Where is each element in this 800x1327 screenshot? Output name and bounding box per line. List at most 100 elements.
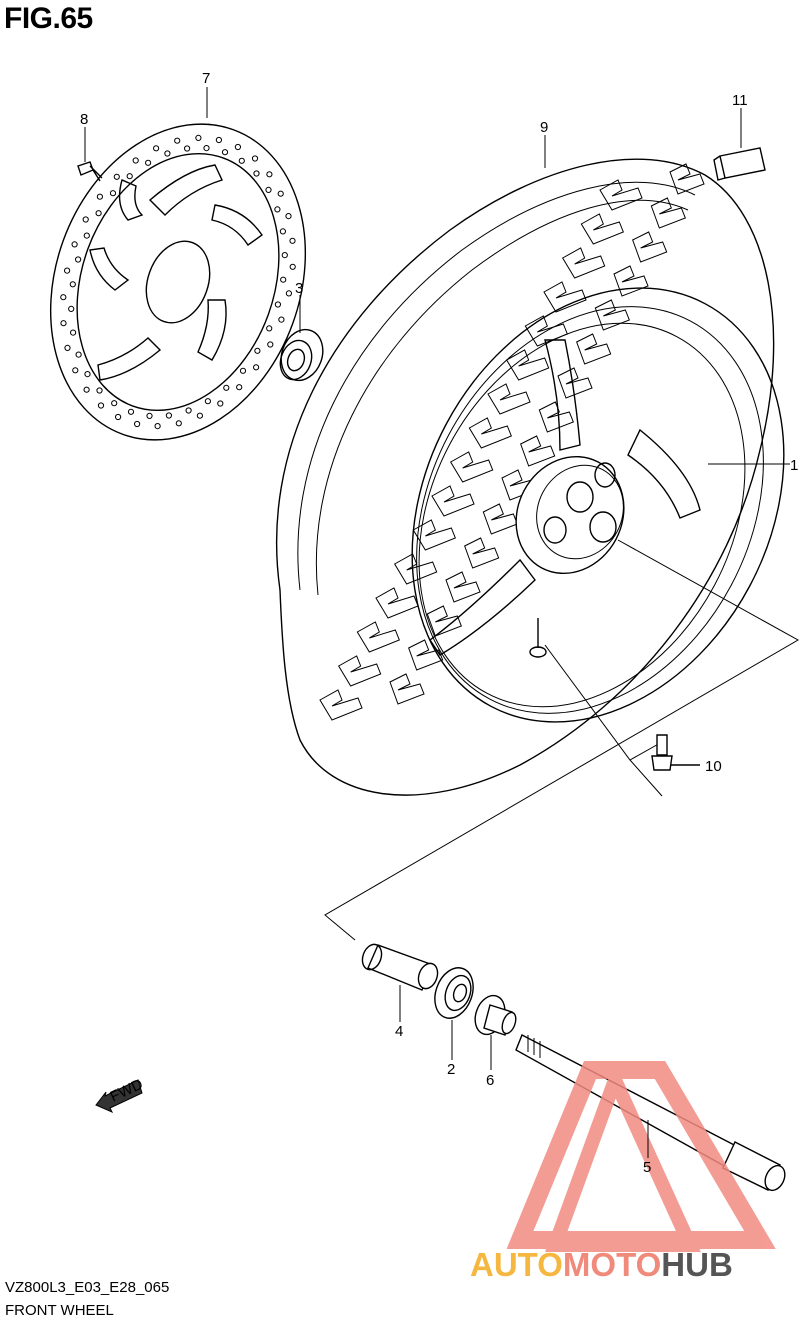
drill-hole [111, 400, 118, 407]
drill-hole [127, 408, 135, 415]
drill-hole [96, 193, 104, 200]
drill-hole [75, 256, 82, 263]
drill-hole [253, 364, 260, 371]
drill-hole [82, 216, 89, 223]
callout-5: 5 [643, 1159, 651, 1176]
drill-hole [274, 301, 281, 308]
tire-valve [651, 734, 700, 771]
watermark-logo [506, 1061, 776, 1252]
drill-hole [196, 412, 203, 419]
tread-block [557, 367, 593, 399]
drill-hole [204, 398, 211, 405]
drill-hole [253, 170, 260, 177]
disc-drill-holes [60, 134, 296, 430]
drill-hole [70, 329, 77, 336]
tread-block [487, 383, 531, 415]
callout-1: 1 [790, 457, 798, 474]
callout-6: 6 [486, 1072, 494, 1089]
drill-hole [64, 344, 71, 351]
callout-9: 9 [540, 119, 548, 136]
axle-collar [474, 994, 517, 1036]
drill-hole [289, 237, 296, 244]
tread-block [431, 485, 475, 517]
drill-hole [223, 384, 230, 391]
fwd-arrow-icon: FWD [95, 1076, 146, 1114]
tread-block [599, 179, 643, 211]
drill-hole [265, 186, 272, 193]
drill-hole [236, 384, 243, 391]
drill-hole [75, 351, 82, 358]
balance-weight [713, 147, 766, 181]
drill-hole [203, 145, 210, 152]
tread-block [375, 587, 419, 619]
drill-hole [289, 263, 296, 270]
callout-3: 3 [295, 280, 303, 297]
drill-hole [84, 371, 91, 378]
tread-block [538, 401, 574, 433]
drill-hole [281, 252, 288, 259]
tread-block [393, 553, 438, 585]
drill-hole [60, 294, 67, 301]
tread-block [445, 571, 481, 603]
tread-block [632, 231, 668, 263]
bearing-right [434, 967, 474, 1019]
tread-block [520, 435, 556, 467]
drill-hole [72, 367, 79, 374]
figure-title: FIG.65 [4, 2, 93, 35]
front-tire [276, 158, 775, 796]
callout-2: 2 [447, 1061, 455, 1078]
drill-hole [165, 412, 172, 419]
drill-hole [238, 157, 245, 164]
drill-hole [239, 367, 247, 374]
drill-hole [221, 149, 229, 156]
watermark-text: AUTOMOTOHUB [470, 1246, 733, 1283]
drill-hole [285, 213, 292, 220]
drill-hole [234, 143, 241, 151]
tread-block [412, 519, 456, 551]
drill-hole [266, 171, 273, 178]
tread-block [613, 265, 649, 297]
drill-hole [83, 232, 90, 239]
leader-lines [84, 87, 790, 1158]
drill-hole [274, 206, 281, 213]
drill-hole [254, 347, 261, 354]
drill-hole [71, 241, 78, 248]
drill-hole [83, 386, 90, 393]
callout-10: 10 [705, 758, 722, 775]
tread-block [408, 639, 444, 671]
tread-block [543, 281, 587, 313]
callout-4: 4 [395, 1023, 403, 1040]
drill-hole [64, 267, 71, 274]
tread-block [319, 689, 363, 721]
callout-11: 11 [732, 92, 748, 109]
tread-block [468, 417, 512, 449]
tread-block [561, 247, 606, 279]
drill-hole [267, 341, 274, 348]
tread-block [580, 213, 624, 245]
tread-block [669, 163, 705, 195]
drill-hole [126, 173, 133, 180]
drill-hole [69, 281, 76, 288]
drill-hole [68, 305, 75, 312]
drill-hole [97, 402, 105, 409]
disc-bolt [77, 161, 103, 182]
drill-hole [184, 145, 191, 152]
bearing-left [279, 328, 324, 382]
callout-7: 7 [202, 70, 210, 87]
drill-hole [251, 155, 259, 162]
tread-block [389, 673, 425, 705]
tread-block [650, 197, 686, 229]
tread-block [449, 451, 494, 483]
drill-hole [174, 137, 181, 144]
drill-hole [280, 276, 287, 283]
drill-hole [134, 420, 141, 428]
drill-hole [115, 413, 122, 421]
drill-hole [132, 157, 139, 164]
drill-hole [164, 150, 171, 157]
drill-hole [153, 145, 160, 152]
drill-hole [279, 228, 286, 235]
wheel-spacer [361, 943, 439, 991]
figure-name: FRONT WHEEL [5, 1302, 114, 1319]
brake-disc [49, 123, 307, 441]
tread-block [576, 333, 612, 365]
